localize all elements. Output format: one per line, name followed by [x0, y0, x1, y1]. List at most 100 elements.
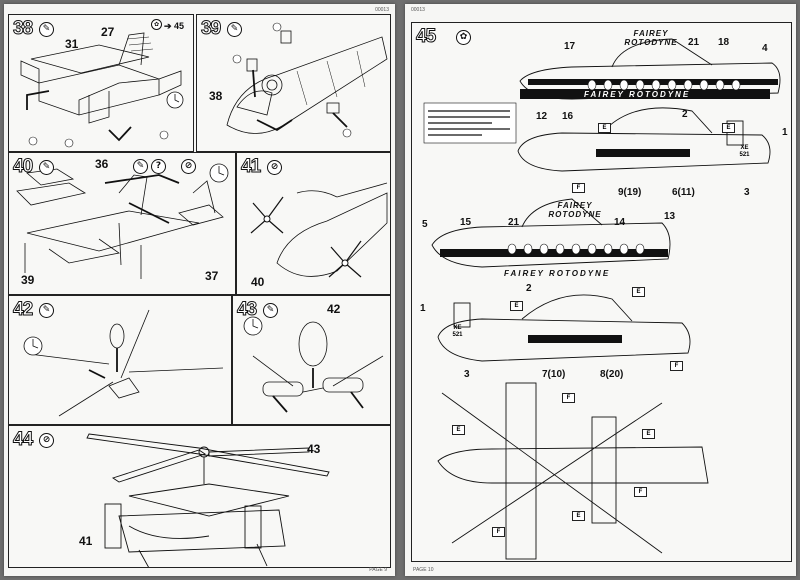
glue-icon: ✎ [39, 303, 54, 318]
instruction-page-right: 00013 [405, 4, 796, 576]
part-callout: 37 [205, 269, 219, 283]
step-number: 44 [12, 429, 33, 451]
tail-code-line2: 521 [739, 152, 750, 158]
part-callout: 40 [251, 275, 265, 289]
part-callout: 4 [762, 43, 768, 54]
step-40-drawing [16, 163, 229, 279]
catalog-number: 00013 [411, 7, 425, 13]
part-callout: 6(11) [672, 187, 695, 198]
step-42-drawing [23, 309, 224, 417]
step-40-panel: 40 ✎ 36 39 37 ? ✎ ⊘ [8, 152, 236, 295]
glue-icon: ✎ [263, 303, 278, 318]
arrow-to-step: ➔ 45 [164, 21, 185, 31]
part-callout: 14 [614, 217, 626, 228]
paint-code-e: E [572, 511, 585, 521]
tail-code-line1: XE [740, 145, 749, 151]
part-callout: 3 [464, 369, 470, 380]
step-43-drawing [243, 316, 384, 413]
tail-code-2: XE 521 [452, 325, 463, 341]
part-callout: 8(20) [600, 369, 624, 380]
step-39-drawing [226, 22, 388, 138]
step-43-panel: 43 ✎ 42 [232, 295, 391, 425]
catalog-number: 00013 [375, 7, 389, 13]
part-callout: 38 [209, 89, 223, 103]
part-callout: 43 [307, 442, 321, 456]
part-callout: 18 [718, 37, 730, 48]
part-callout: 13 [664, 211, 676, 222]
step-38-panel: 38 ✎ 31 27 ✿ ➔ 45 [8, 14, 194, 152]
fin-text-line1: FAIREY [557, 201, 593, 210]
paint-code-f: F [670, 361, 683, 371]
page-label: PAGE 9 [369, 567, 387, 573]
fuselage-decal-text: FAIREY ROTODYNE [584, 90, 691, 99]
part-callout: 21 [688, 37, 700, 48]
part-callout: 9(19) [618, 187, 642, 198]
part-callout: 16 [562, 111, 574, 122]
fin-text-line1: FAIREY [633, 29, 669, 38]
no-glue-icon: ⊘ [39, 433, 54, 448]
tail-code-line2: 521 [452, 332, 463, 338]
part-callout: 36 [95, 157, 109, 171]
part-callout: 7(10) [542, 369, 566, 380]
paint-code-f: F [634, 487, 647, 497]
step-number: 42 [12, 299, 33, 321]
step-number: 39 [200, 18, 221, 40]
paint-code-f: F [492, 527, 505, 537]
paint-code-e: E [598, 123, 611, 133]
glue-icon: ✎ [39, 160, 54, 175]
step-number: 43 [236, 299, 257, 321]
glue-icon: ✎ [133, 159, 148, 174]
step-number: 38 [12, 18, 33, 40]
part-callout: 3 [744, 187, 750, 198]
paint-code-f: F [562, 393, 575, 403]
part-callout: 27 [101, 25, 115, 39]
step-45-panel: 45 ✿ FAIREY ROTODYNE FAIREY ROTODYNE 17 … [411, 22, 792, 562]
glue-icon: ✎ [39, 22, 54, 37]
decal-icon: ✿ [456, 30, 471, 45]
part-callout: 5 [422, 219, 428, 230]
part-callout: 2 [682, 109, 688, 120]
part-callout: 31 [65, 37, 79, 51]
part-callout: 41 [79, 534, 93, 548]
step-number: 45 [415, 26, 436, 48]
part-callout: 1 [782, 127, 788, 138]
part-callout: 15 [460, 217, 472, 228]
fuselage-decal-text-2: FAIREY ROTODYNE [504, 269, 611, 278]
no-glue-icon: ⊘ [267, 160, 282, 175]
tail-code: XE 521 [739, 145, 750, 161]
part-callout: 39 [21, 273, 35, 287]
fin-text-line2: ROTODYNE [624, 38, 678, 47]
step-39-panel: 39 ✎ 38 [196, 14, 391, 152]
part-callout: 2 [526, 283, 532, 294]
step-41-panel: 41 ⊘ 40 [236, 152, 391, 295]
paint-code-e: E [642, 429, 655, 439]
paint-code-e: E [452, 425, 465, 435]
no-glue-icon: ⊘ [181, 159, 196, 174]
step-44-drawing [86, 433, 330, 567]
question-icon: ? [151, 159, 166, 174]
fin-decal-text: FAIREY ROTODYNE [616, 29, 686, 47]
step-number: 41 [240, 156, 261, 178]
arrow-target: 45 [174, 21, 185, 31]
fin-text-line2: ROTODYNE [548, 210, 602, 219]
paint-code-e: E [722, 123, 735, 133]
step-42-panel: 42 ✎ [8, 295, 232, 425]
part-callout: 12 [536, 111, 548, 122]
glue-icon: ✎ [227, 22, 242, 37]
step-41-drawing [250, 182, 388, 278]
part-callout: 42 [327, 302, 341, 316]
step-38-drawing [20, 32, 184, 148]
paint-code-f: F [572, 183, 585, 193]
step-45-drawing [423, 38, 781, 560]
paint-code-e: E [510, 301, 523, 311]
decal-icon: ✿ [151, 19, 162, 30]
fin-decal-text-2: FAIREY ROTODYNE [544, 201, 606, 219]
step-44-panel: 44 ⊘ 43 41 [8, 425, 391, 568]
step-number: 40 [12, 156, 33, 178]
page-label: PAGE 10 [413, 567, 434, 573]
part-callout: 17 [564, 41, 576, 52]
instruction-page-left: 00013 38 ✎ 31 [4, 4, 395, 576]
part-callout: 1 [420, 303, 426, 314]
paint-code-e: E [632, 287, 645, 297]
part-callout: 21 [508, 217, 520, 228]
